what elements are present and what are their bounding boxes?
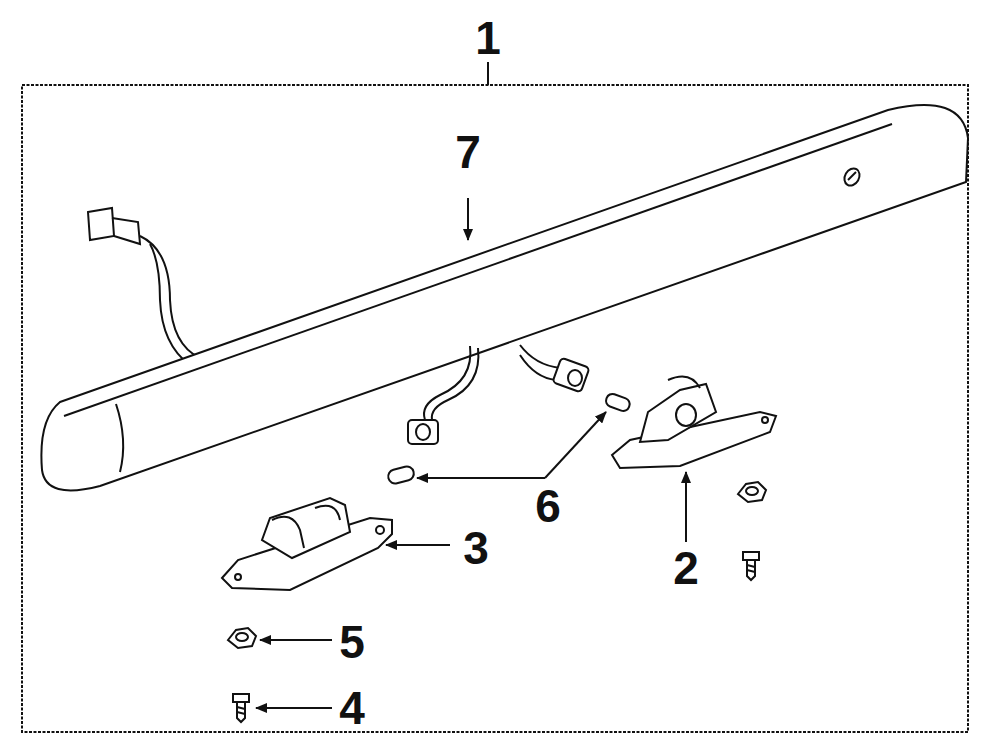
callout-number: 1 xyxy=(473,15,503,61)
callout-number: 2 xyxy=(671,545,701,591)
callout-number: 6 xyxy=(533,483,563,529)
callout-number: 5 xyxy=(337,619,367,665)
leader-line xyxy=(487,62,489,85)
callout-number: 3 xyxy=(461,525,491,571)
callout-number: 4 xyxy=(337,685,367,731)
group-frame xyxy=(22,85,968,732)
lamp-bar xyxy=(41,105,968,491)
callout-number: 7 xyxy=(453,129,483,175)
